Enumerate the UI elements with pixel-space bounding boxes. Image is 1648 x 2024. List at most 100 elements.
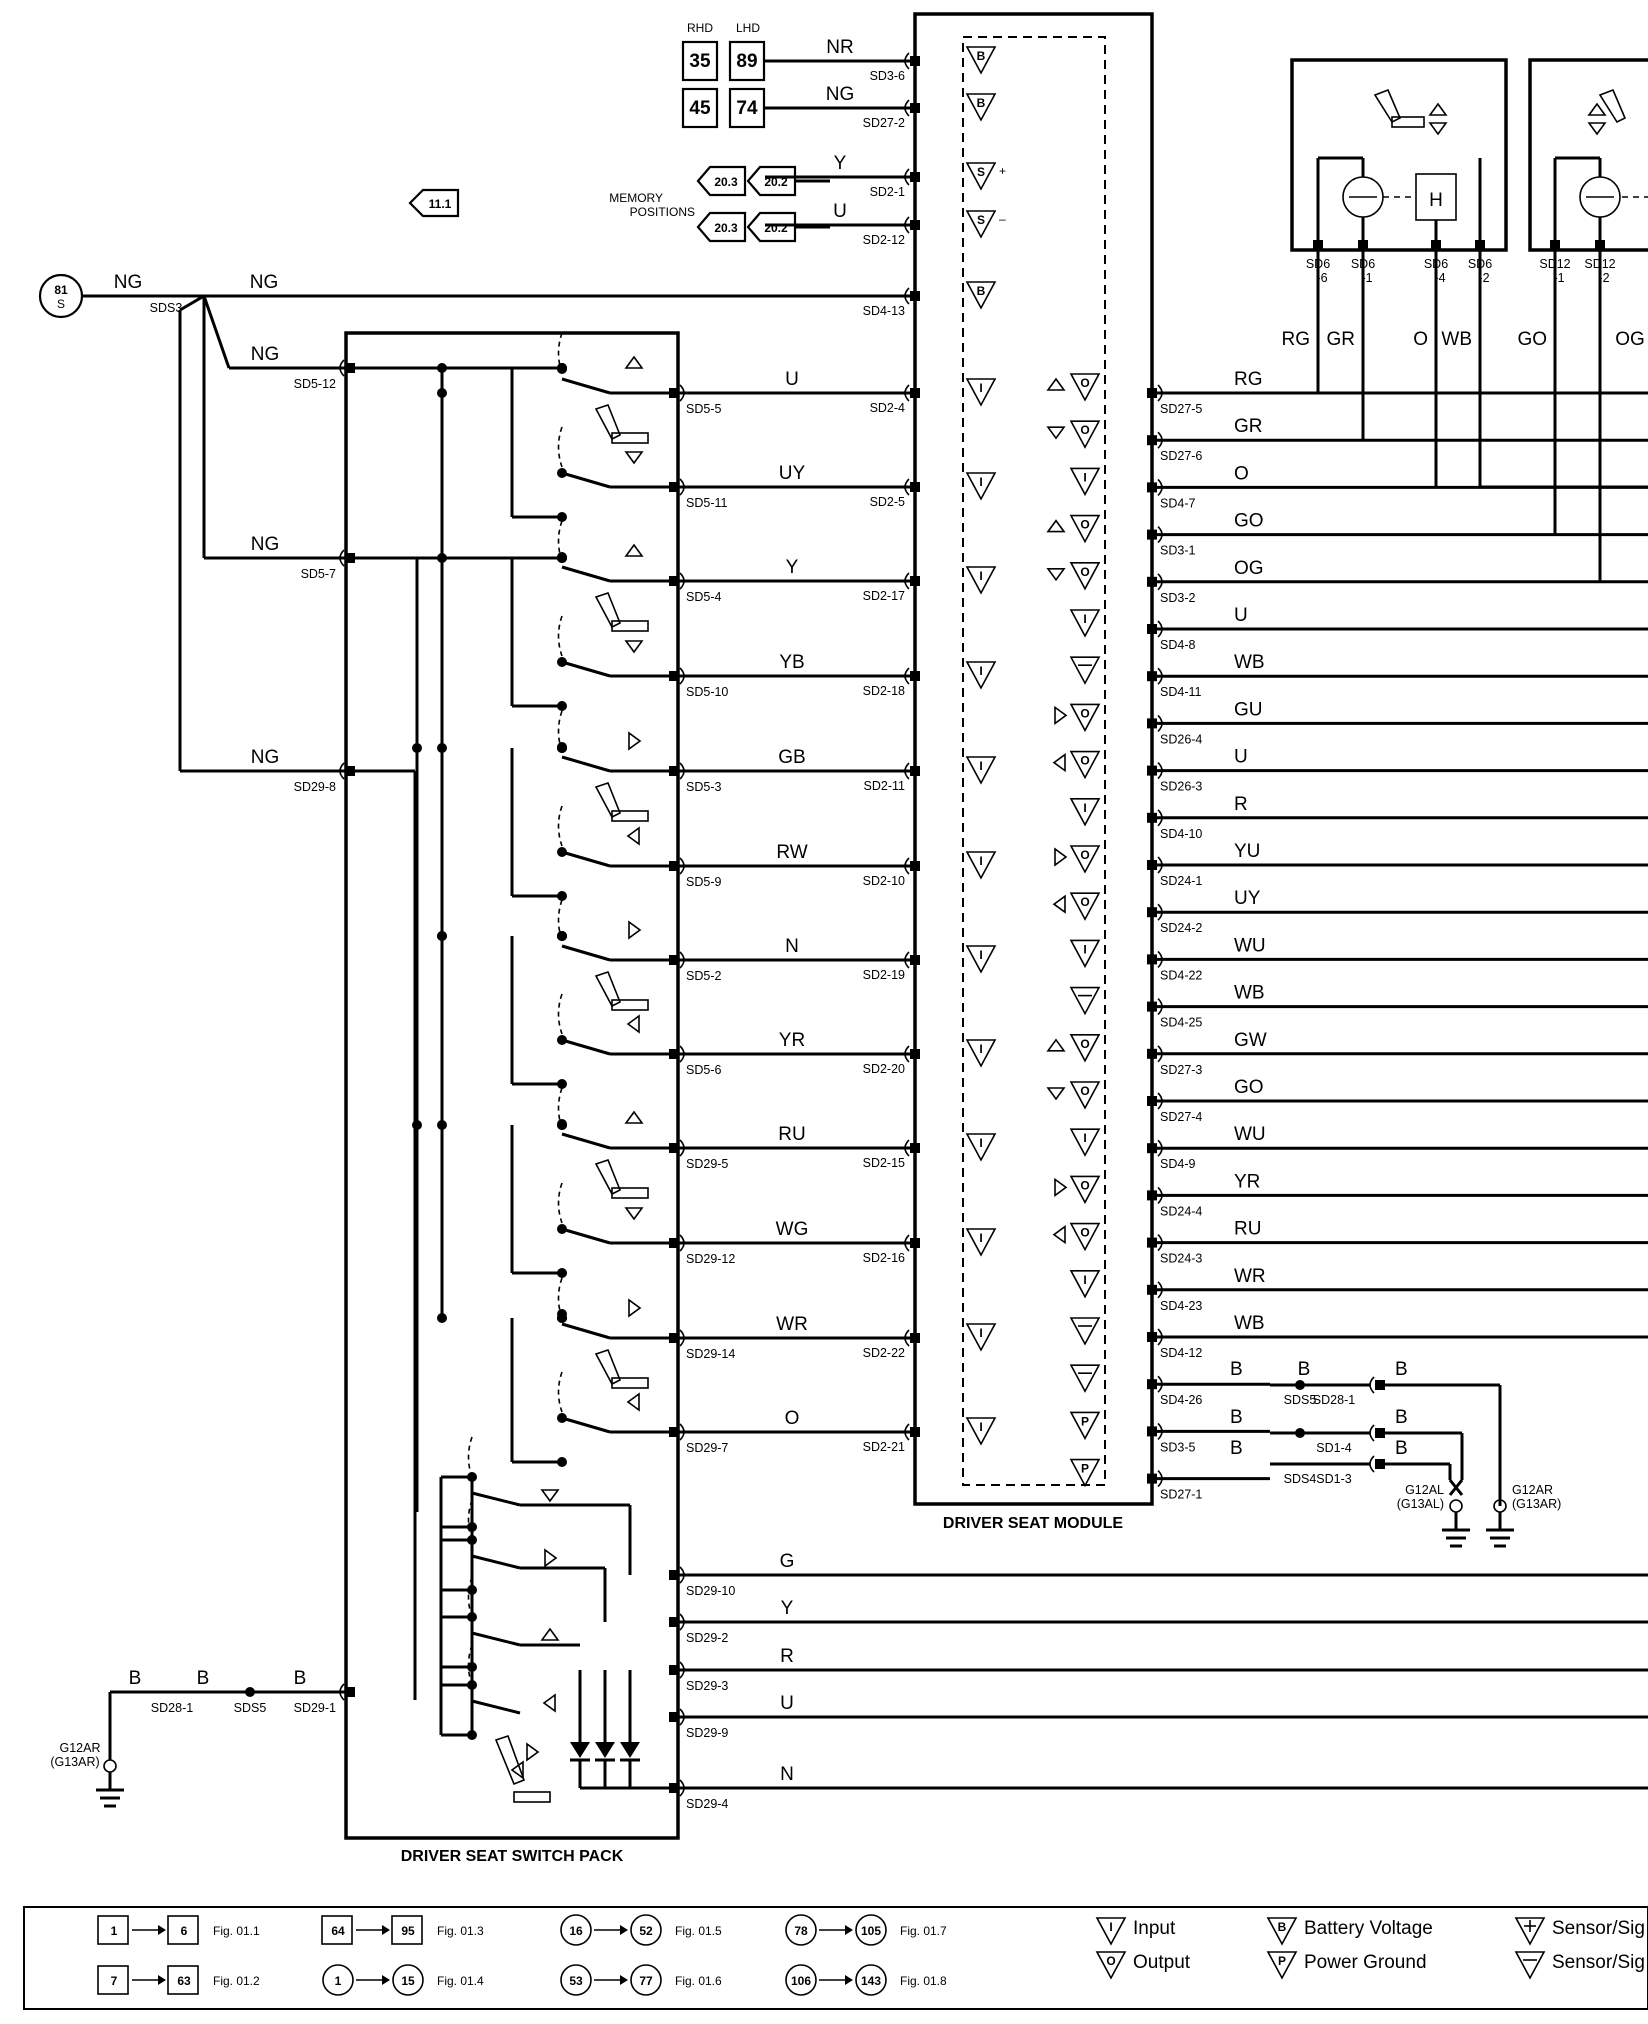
switch-contact xyxy=(557,1268,567,1278)
legend-ref-number: 63 xyxy=(177,1974,191,1988)
seat-cushion-icon xyxy=(611,810,649,822)
switch-link xyxy=(557,1371,563,1413)
symbol-letter: I xyxy=(979,1420,982,1434)
legend-ref-number: 7 xyxy=(111,1974,118,1988)
switch-pin-label: SD5-9 xyxy=(686,875,721,889)
switch-pin-label: SD5-10 xyxy=(686,685,728,699)
motor-box-2 xyxy=(1528,58,1648,252)
feed-label: NG xyxy=(251,534,280,555)
motor-1-pin-sub: -6 xyxy=(1316,271,1327,285)
module-output-pin-label: SD4-8 xyxy=(1160,638,1195,652)
motor-2-down-arrow-icon xyxy=(1587,122,1607,136)
ref-box xyxy=(728,87,766,129)
ground-splice-dot xyxy=(1295,1380,1305,1390)
ground-point-label-2: (G13AL) xyxy=(1397,1497,1444,1511)
pin-square xyxy=(910,576,920,586)
output-down-arrow-icon xyxy=(1046,1087,1066,1101)
switch-arrow-icon xyxy=(624,1110,644,1124)
pin-bracket xyxy=(904,52,910,70)
legend-ref-box xyxy=(167,1915,199,1945)
module-output-wire-label: R xyxy=(1234,794,1248,815)
symbol-letter: I xyxy=(1083,801,1086,815)
legend-ref-circle xyxy=(322,1964,354,1996)
symbol-triangle xyxy=(1069,1081,1101,1110)
symbol-letter: O xyxy=(1080,1226,1089,1240)
module-output-wire-label: GW xyxy=(1234,1030,1267,1051)
hall-sensor-label: H xyxy=(1429,190,1443,211)
lower-switch-down-arrow-icon xyxy=(540,1489,560,1503)
switch-blade xyxy=(561,1038,611,1056)
lower-output-pin xyxy=(669,1566,685,1584)
pin-square xyxy=(669,1143,679,1153)
pin-square xyxy=(669,1427,679,1437)
pack-ground-point-2: (G13AR) xyxy=(50,1755,99,1769)
switch-arrow-icon xyxy=(628,920,642,940)
legend-ref-number: 1 xyxy=(335,1974,342,1988)
module-top-pin xyxy=(904,287,920,305)
seat-cushion-icon xyxy=(611,432,649,444)
module-top-wire-label: U xyxy=(833,201,847,222)
ground-point-icon xyxy=(1449,1499,1463,1513)
switch-contact xyxy=(557,512,567,522)
ground-conn-label: SD1-3 xyxy=(1316,1472,1351,1486)
symbol-letter: S xyxy=(977,213,985,227)
memory-tag-outer xyxy=(696,165,747,197)
module-output-symbol xyxy=(1069,656,1101,685)
symbol-letter: I xyxy=(979,664,982,678)
motor-1-seat-icon xyxy=(1373,88,1402,124)
module-input-wire-label: WR xyxy=(776,1314,808,1335)
symbol-letter: I xyxy=(979,948,982,962)
legend-ref-number: 78 xyxy=(794,1924,808,1938)
module-output-symbol: O xyxy=(1069,703,1101,733)
bus-tap xyxy=(412,1120,422,1130)
pin-bracket xyxy=(904,857,910,875)
bus-junction xyxy=(557,743,567,753)
module-output-pin-label: SD3-2 xyxy=(1160,591,1195,605)
symbol-letter: P xyxy=(1278,1954,1286,1968)
module-input-wire-label: RU xyxy=(778,1124,805,1145)
feed-label: NG xyxy=(251,747,280,768)
module-input-wire-label: N xyxy=(785,936,799,957)
legend-ref-circle xyxy=(630,1964,662,1996)
legend-symbol-icon: P xyxy=(1266,1951,1298,1980)
legend-fig-label: Fig. 01.8 xyxy=(900,1974,947,1988)
feed-pin-label: SD5-12 xyxy=(294,377,336,391)
seat-cushion-icon xyxy=(611,999,649,1011)
pin-square xyxy=(910,291,920,301)
switch-blade xyxy=(561,1416,611,1434)
symbol-letter: O xyxy=(1080,1037,1089,1051)
pin-square xyxy=(910,1333,920,1343)
module-output-pin-label: SD4-9 xyxy=(1160,1157,1195,1171)
module-output-symbol xyxy=(1069,1317,1101,1346)
bus-junction xyxy=(557,363,567,373)
symbol-letter: O xyxy=(1080,518,1089,532)
lower-switch-blade xyxy=(471,1491,521,1507)
symbol-triangle xyxy=(1069,703,1101,733)
module-output-symbol: O xyxy=(1069,373,1101,402)
module-output-wire-label: U xyxy=(1234,747,1248,768)
bus-junction xyxy=(557,931,567,941)
bus-tap xyxy=(437,1313,447,1323)
switch-contact xyxy=(557,701,567,711)
lower-wire-label: G xyxy=(780,1551,795,1572)
lower-switch-left-arrow-icon xyxy=(542,1693,556,1713)
module-input-pin xyxy=(904,762,920,780)
module-output-pin-label: SD4-11 xyxy=(1160,685,1202,699)
module-output-pin-label: SD3-1 xyxy=(1160,544,1195,558)
legend-fig-label: Fig. 01.7 xyxy=(900,1924,947,1938)
module-output-symbol: P xyxy=(1069,1411,1101,1441)
module-input-wire-label: YR xyxy=(779,1030,805,1051)
pin-bracket xyxy=(904,667,910,685)
motor-1-riser-label: RG xyxy=(1282,329,1311,350)
module-output-symbol: I xyxy=(1069,1128,1101,1157)
module-output-symbol xyxy=(1069,1364,1101,1393)
memory-tag-label: 20.3 xyxy=(714,175,738,189)
switch-pack-box xyxy=(344,331,680,1840)
module-output-pin-label: SD26-3 xyxy=(1160,780,1202,794)
module-output-pin-label: SD4-10 xyxy=(1160,827,1202,841)
switch-blade xyxy=(561,1322,611,1340)
output-down-arrow-icon xyxy=(1046,426,1066,440)
module-output-pin-label: SD4-25 xyxy=(1160,1016,1202,1030)
symbol-letter: O xyxy=(1080,1178,1089,1192)
motor-2-pin-sub: -1 xyxy=(1553,271,1564,285)
